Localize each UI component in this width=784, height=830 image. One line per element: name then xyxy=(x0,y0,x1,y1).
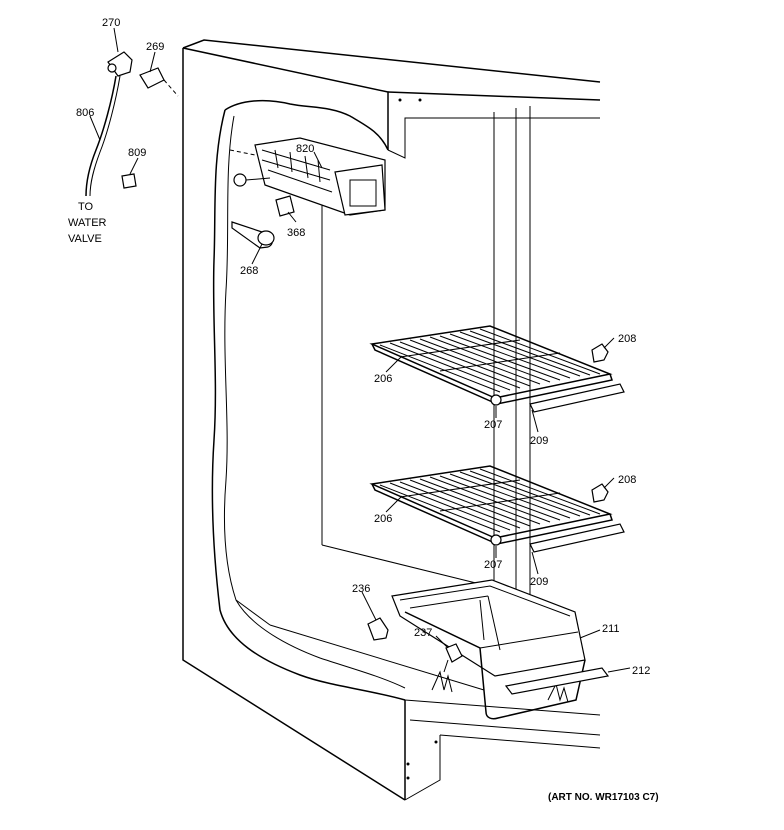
bucket-rail-212 xyxy=(504,667,610,695)
callout-207-upper: 207 xyxy=(484,419,502,431)
callout-820: 820 xyxy=(296,143,314,155)
callout-237: 237 xyxy=(414,627,432,639)
ice-maker-assembly xyxy=(233,137,386,216)
callout-212: 212 xyxy=(632,665,650,677)
callout-206-lower: 206 xyxy=(374,513,392,525)
freezer-liner xyxy=(211,99,406,701)
callout-211: 211 xyxy=(602,623,620,635)
callout-208-lower: 208 xyxy=(618,474,636,486)
lower-shelf-stop-207 xyxy=(490,534,502,546)
lower-shelf-trim-209 xyxy=(529,523,625,553)
callout-268: 268 xyxy=(240,265,258,277)
callout-270: 270 xyxy=(102,17,120,29)
callout-206-upper: 206 xyxy=(374,373,392,385)
upper-shelf-support-208 xyxy=(591,343,609,363)
lower-wire-shelf xyxy=(369,465,613,545)
callout-806: 806 xyxy=(76,107,94,119)
callout-207-lower: 207 xyxy=(484,559,502,571)
cabinet-outline xyxy=(182,39,601,801)
lower-shelf-support-208 xyxy=(591,483,609,503)
fill-tube xyxy=(231,221,275,249)
leader-lines xyxy=(89,27,631,673)
note-line-to: TO xyxy=(78,201,94,213)
upper-wire-shelf xyxy=(369,325,613,405)
support-236 xyxy=(367,617,389,641)
part-237 xyxy=(443,643,463,673)
water-valve-parts xyxy=(85,51,256,197)
note-line-valve: VALVE xyxy=(68,233,102,245)
callout-labels: 270 269 806 809 820 368 268 206 207 208 … xyxy=(76,17,650,677)
note-line-water: WATER xyxy=(68,217,107,229)
callout-209-upper: 209 xyxy=(530,435,548,447)
art-number: (ART NO. WR17103 C7) xyxy=(548,792,659,803)
callout-209-lower: 209 xyxy=(530,576,548,588)
callout-269: 269 xyxy=(146,41,164,53)
callout-809: 809 xyxy=(128,147,146,159)
ice-bucket xyxy=(391,579,586,720)
upper-shelf-stop-207 xyxy=(490,394,502,406)
callout-236: 236 xyxy=(352,583,370,595)
water-valve-note: TO WATER VALVE xyxy=(68,201,107,245)
upper-shelf-trim-209 xyxy=(529,383,625,413)
callout-208-upper: 208 xyxy=(618,333,636,345)
bracket-368 xyxy=(275,195,295,217)
callout-368: 368 xyxy=(287,227,305,239)
